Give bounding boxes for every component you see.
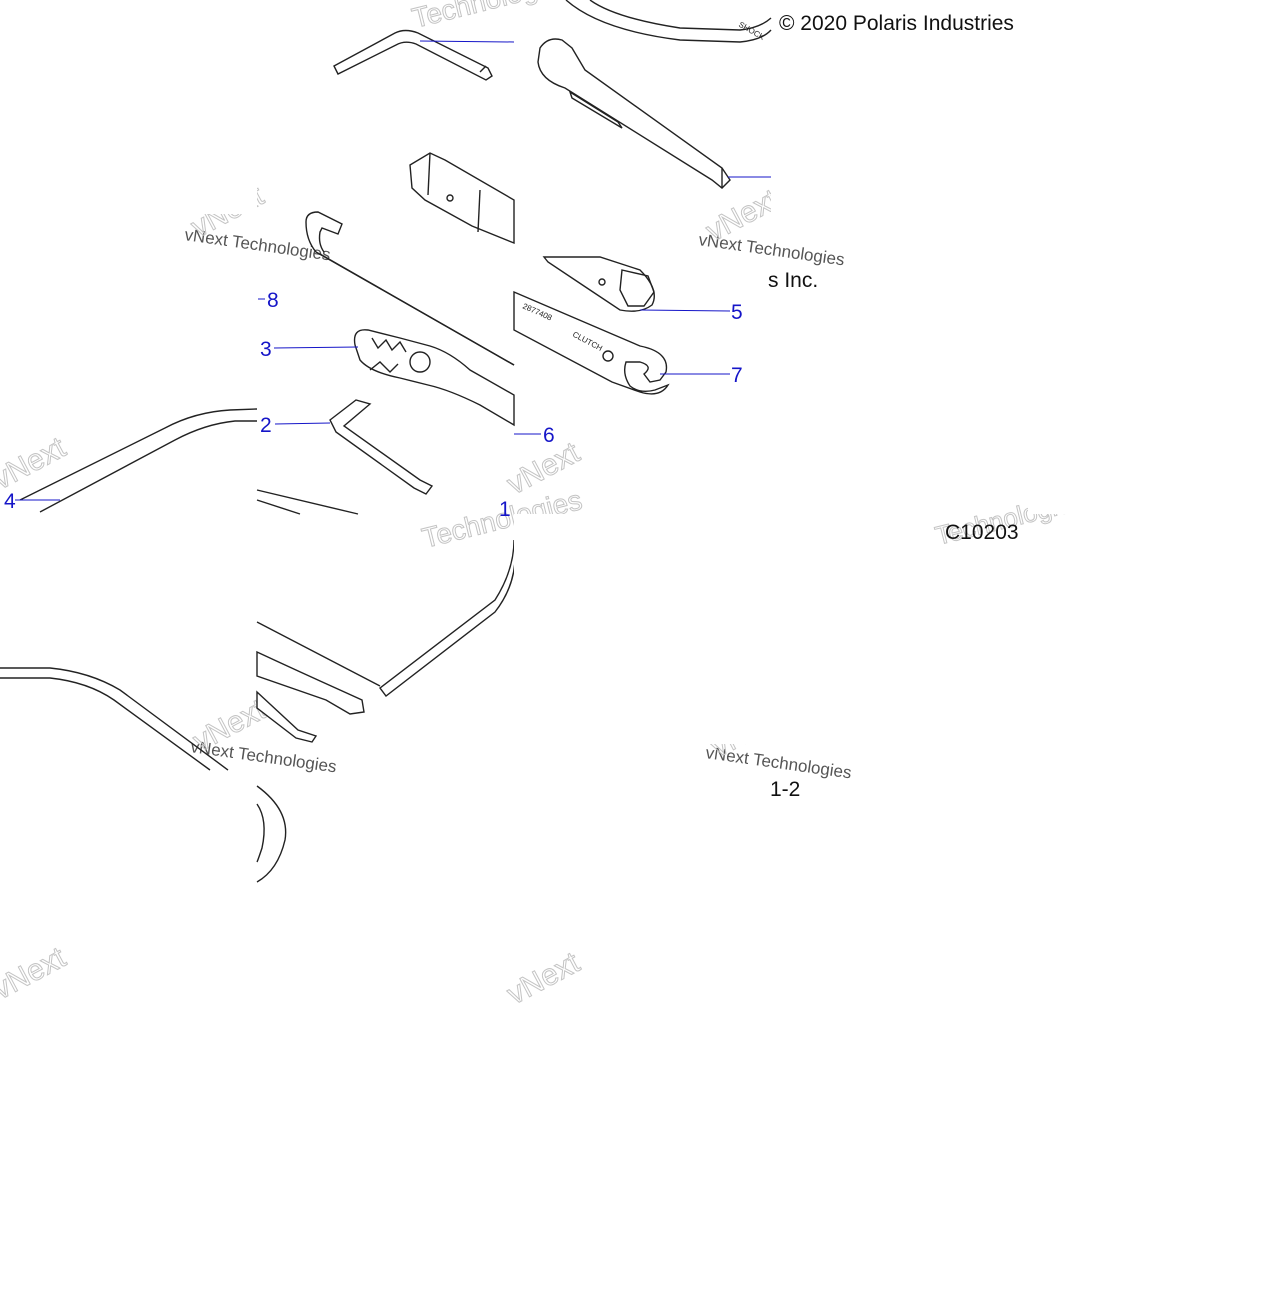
callout-4[interactable]: 4	[4, 490, 16, 513]
callout-2[interactable]: 2	[260, 414, 272, 437]
spark-plug-socket	[542, 256, 655, 312]
callout-1[interactable]: 1	[499, 498, 511, 521]
callouts: 8 3 2 4 1 6 5 7	[4, 289, 743, 521]
callout-5[interactable]: 5	[731, 301, 743, 324]
hex-key-top	[333, 29, 493, 81]
long-bar-lower	[0, 667, 229, 771]
torque-handle	[537, 38, 731, 189]
shock-spanner: SHOCK	[565, 0, 772, 43]
copyright-notice: © 2020 Polaris Industries	[779, 12, 1014, 35]
copyright-notice-tail: s Inc.	[768, 269, 818, 292]
figure-code-fragment: 1-2	[770, 778, 800, 801]
pliers	[353, 329, 515, 427]
callout-7[interactable]: 7	[731, 364, 743, 387]
wrench-lower	[256, 650, 365, 743]
long-bar-tool	[19, 408, 258, 513]
bar-fragment	[256, 489, 359, 515]
loop-lower	[256, 785, 287, 883]
leader-lines	[15, 40, 771, 501]
socket-tube	[409, 152, 515, 245]
callout-6[interactable]: 6	[543, 424, 555, 447]
callout-3[interactable]: 3	[260, 338, 272, 361]
watermark-text: vNext	[0, 941, 72, 1006]
hex-key-2	[329, 399, 434, 495]
clutch-wrench: 2877408 CLUTCH	[513, 290, 670, 395]
figure-code: C10203	[945, 521, 1019, 544]
watermark-text: vNext	[0, 431, 72, 496]
hook-rod	[305, 211, 515, 366]
watermark-text: Technologies	[409, 0, 575, 34]
watermark-text: vNext	[502, 946, 586, 1011]
callout-8[interactable]: 8	[267, 289, 279, 312]
